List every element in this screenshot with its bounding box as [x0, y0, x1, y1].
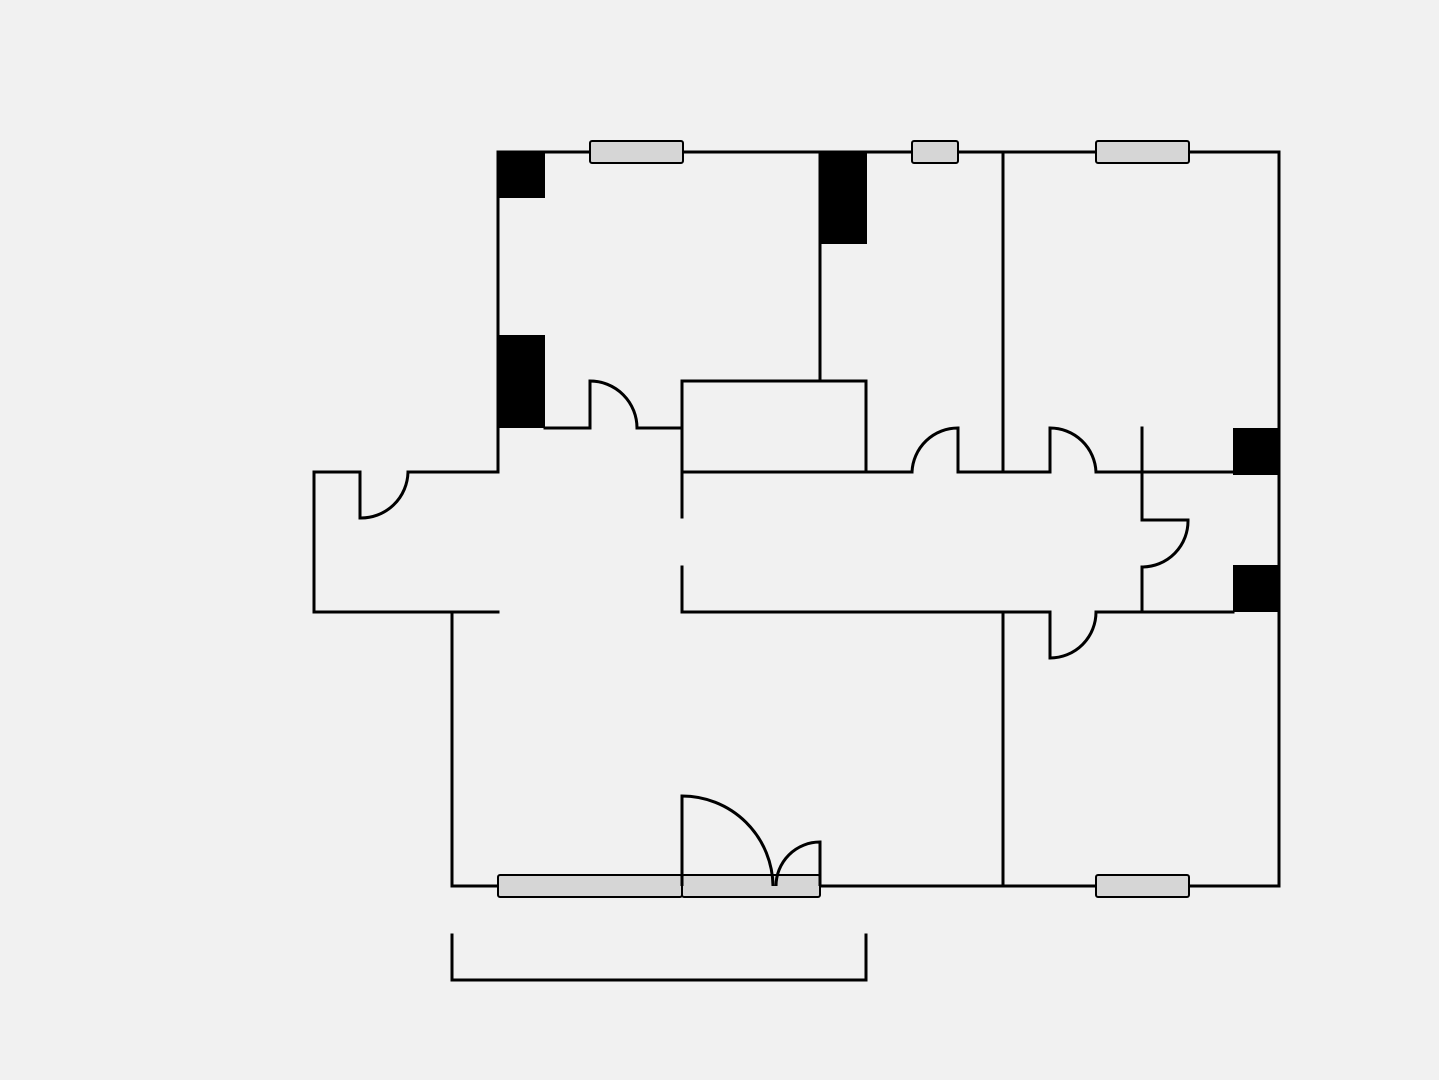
entrance-door-small	[774, 840, 822, 887]
door-swing	[910, 426, 960, 473]
pillar	[820, 152, 867, 244]
wall-closet-box	[680, 379, 868, 474]
pillars	[498, 152, 1279, 612]
door-swing	[1048, 426, 1098, 473]
door-swing	[588, 379, 639, 429]
entrance-door-large	[680, 794, 775, 887]
window	[497, 874, 683, 898]
windows	[497, 140, 1190, 898]
window	[589, 140, 684, 164]
window	[681, 874, 821, 898]
dimension-line	[450, 933, 868, 982]
pillar	[498, 152, 545, 198]
door-swing	[1141, 518, 1190, 569]
window	[911, 140, 959, 164]
door-swing	[358, 471, 410, 520]
pillar	[498, 335, 545, 428]
window	[1095, 874, 1190, 898]
walls	[312, 150, 1281, 888]
pillar	[1233, 428, 1279, 475]
window	[1095, 140, 1190, 164]
doors	[358, 379, 1190, 887]
wall-entry-projection	[312, 470, 500, 614]
door-swing	[1048, 611, 1098, 660]
pillar	[1233, 565, 1279, 612]
